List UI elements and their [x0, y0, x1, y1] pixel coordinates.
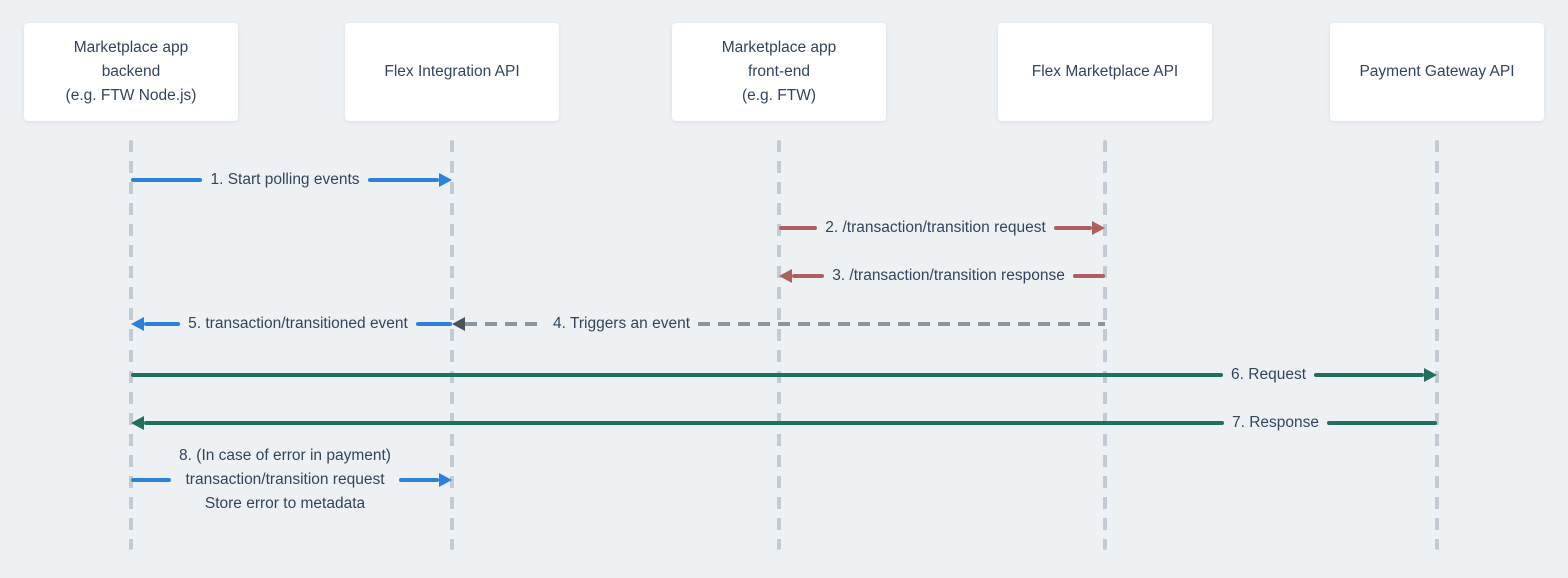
participant-flex-integration-api: Flex Integration API [345, 23, 559, 121]
message-label: 5. transaction/transitioned event [188, 315, 408, 332]
message-1-start-polling-events: 1. Start polling events [131, 166, 452, 194]
participant-label: (e.g. FTW Node.js) [65, 87, 197, 104]
arrow-line [367, 178, 439, 182]
arrow-line [398, 478, 440, 482]
arrow-line-dashed [465, 322, 545, 326]
arrow-line [1072, 274, 1106, 278]
message-label: 2. /transaction/transition request [825, 219, 1046, 236]
message-label: 4. Triggers an event [553, 315, 690, 332]
participant-payment-gateway-api: Payment Gateway API [1330, 23, 1544, 121]
arrowhead-left [452, 317, 465, 331]
lifeline-payment-gateway-api [1435, 140, 1439, 550]
arrow-line [131, 178, 203, 182]
message-7-response: 7. Response [131, 409, 1437, 437]
message-3-transition-response: 3. /transaction/transition response [779, 262, 1106, 290]
message-2-transition-request: 2. /transaction/transition request [779, 214, 1106, 242]
arrow-line [415, 322, 452, 326]
arrowhead-right [1092, 221, 1106, 235]
lifeline-frontend [777, 140, 781, 550]
arrow-line-dashed [698, 322, 1105, 326]
arrowhead-right [439, 173, 452, 187]
message-6-request: 6. Request [131, 361, 1437, 389]
participant-label: Payment Gateway API [1359, 63, 1515, 80]
message-5-transitioned-event: 5. transaction/transitioned event [131, 310, 452, 338]
arrow-line [131, 373, 1224, 377]
participant-backend: Marketplace app backend (e.g. FTW Node.j… [24, 23, 238, 121]
message-4-triggers-event: 4. Triggers an event [452, 310, 1105, 338]
participant-label: Marketplace app [73, 39, 189, 56]
arrow-line [144, 421, 1224, 425]
participant-label: Marketplace app [721, 39, 837, 56]
arrow-line [1053, 226, 1093, 230]
message-label-line: 8. (In case of error in payment) [179, 447, 391, 464]
message-label-line: transaction/transition request [185, 471, 385, 488]
arrowhead-left [131, 416, 144, 430]
lifeline-flex-marketplace-api [1103, 140, 1107, 550]
message-8-error-transition-request: 8. (In case of error in payment) transac… [131, 444, 453, 516]
message-label: 7. Response [1231, 414, 1319, 431]
arrow-line [144, 322, 181, 326]
message-label: 3. /transaction/transition response [832, 267, 1065, 284]
arrowhead-right [1424, 368, 1437, 382]
message-label: 1. Start polling events [210, 171, 360, 188]
arrow-line [131, 478, 172, 482]
arrow-line [1314, 373, 1424, 377]
lifeline-backend [129, 140, 133, 550]
participant-flex-marketplace-api: Flex Marketplace API [998, 23, 1212, 121]
message-label: 8. (In case of error in payment) transac… [179, 444, 391, 516]
participant-label: Flex Integration API [384, 63, 520, 80]
participant-label: backend [101, 63, 161, 80]
arrowhead-right [439, 473, 453, 487]
message-label-line: Store error to metadata [204, 495, 366, 512]
lifeline-flex-integration-api [450, 140, 454, 550]
arrowhead-left [131, 317, 144, 331]
arrow-line [1327, 421, 1437, 425]
participant-label: front-end [747, 63, 811, 80]
arrow-line [792, 274, 825, 278]
participant-frontend: Marketplace app front-end (e.g. FTW) [672, 23, 886, 121]
message-label: 6. Request [1231, 366, 1306, 383]
arrowhead-left [779, 269, 792, 283]
arrow-line [779, 226, 818, 230]
participant-label: Flex Marketplace API [1031, 63, 1179, 80]
participant-label: (e.g. FTW) [741, 87, 817, 104]
